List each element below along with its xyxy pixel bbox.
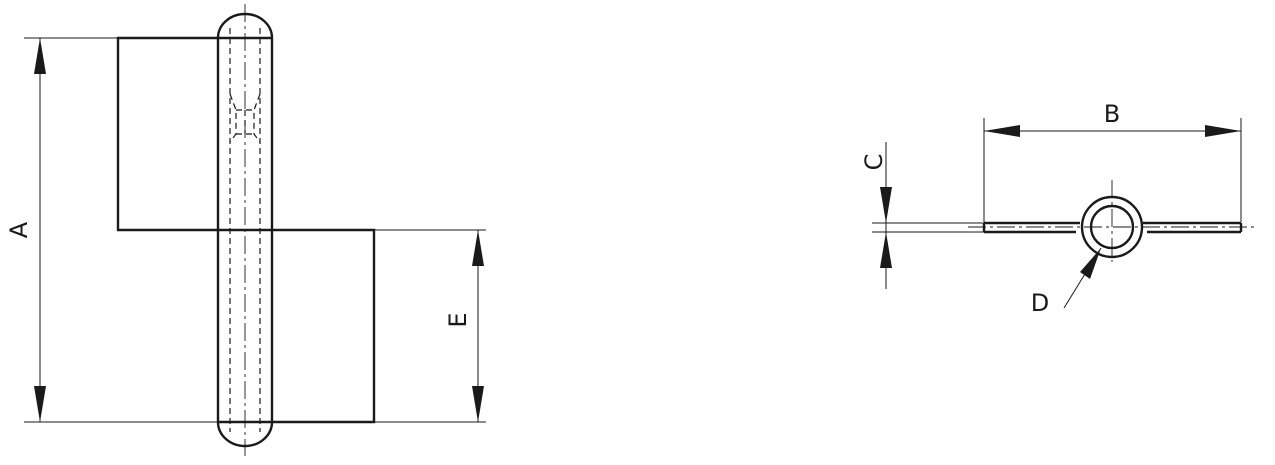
dimension-a: A [5, 37, 218, 423]
dimension-c: C [860, 142, 984, 289]
dimension-c-label: C [860, 154, 888, 171]
hinge-section-view: B C D [860, 100, 1258, 317]
section-left-leaf [982, 221, 1080, 234]
dimension-b: B [983, 100, 1242, 222]
upper-leaf [116, 36, 218, 232]
dimension-d: D [1031, 247, 1102, 317]
dimension-e-label: E [444, 312, 472, 327]
section-right-leaf [1143, 221, 1243, 234]
dimension-e: E [374, 229, 486, 423]
lower-leaf [272, 228, 376, 424]
dimension-b-label: B [1104, 100, 1120, 128]
dimension-a-label: A [5, 221, 33, 238]
dimension-d-label: D [1031, 289, 1049, 317]
hinge-front-view: A E [5, 4, 486, 456]
